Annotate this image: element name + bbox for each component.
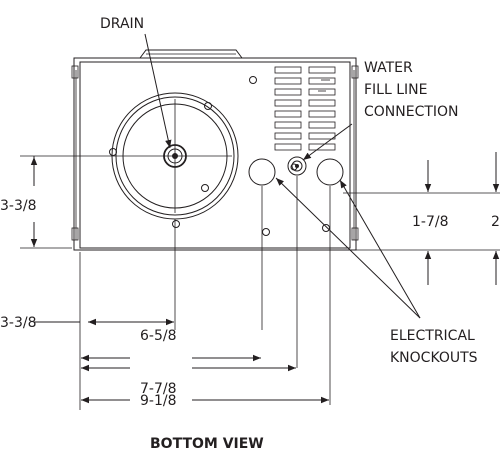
screw-icon xyxy=(262,228,270,236)
unit-housing xyxy=(71,49,359,251)
screw-icon xyxy=(322,224,330,232)
dim-overall-height: 2 xyxy=(491,214,500,230)
dim-drain-vertical: 3-3/8 xyxy=(0,198,37,214)
drain-assembly xyxy=(111,92,239,220)
screw-icon xyxy=(109,148,117,156)
dimension-lines xyxy=(20,152,500,410)
vent-louvers xyxy=(274,66,336,151)
dim-knockout-left: 6-5/8 xyxy=(140,328,177,344)
dim-knockout-height: 1-7/8 xyxy=(412,214,449,230)
water-fill-label-line-2: FILL LINE xyxy=(364,82,427,98)
knockout-left xyxy=(248,158,276,186)
water-fill-label-line-3: CONNECTION xyxy=(364,104,459,120)
knockout-right xyxy=(316,158,344,186)
view-title: BOTTOM VIEW xyxy=(150,436,264,452)
knockouts-label-line-1: ELECTRICAL xyxy=(390,328,475,344)
dim-drain-horizontal: 3-3/8 xyxy=(0,315,37,331)
water-fill-label-line-1: WATER xyxy=(364,60,413,76)
callout-leaders xyxy=(144,33,421,319)
knockouts-label-line-2: KNOCKOUTS xyxy=(390,350,478,366)
drain-label: DRAIN xyxy=(100,16,144,32)
dim-water-fill: 7-7/8 xyxy=(140,381,177,397)
screw-icon xyxy=(172,220,180,228)
water-fill-connector xyxy=(287,156,307,176)
screw-icon xyxy=(249,76,257,84)
dim-knockout-right: 9-1/8 xyxy=(140,393,177,409)
screw-icon xyxy=(201,184,209,192)
electrical-knockouts xyxy=(248,158,344,186)
